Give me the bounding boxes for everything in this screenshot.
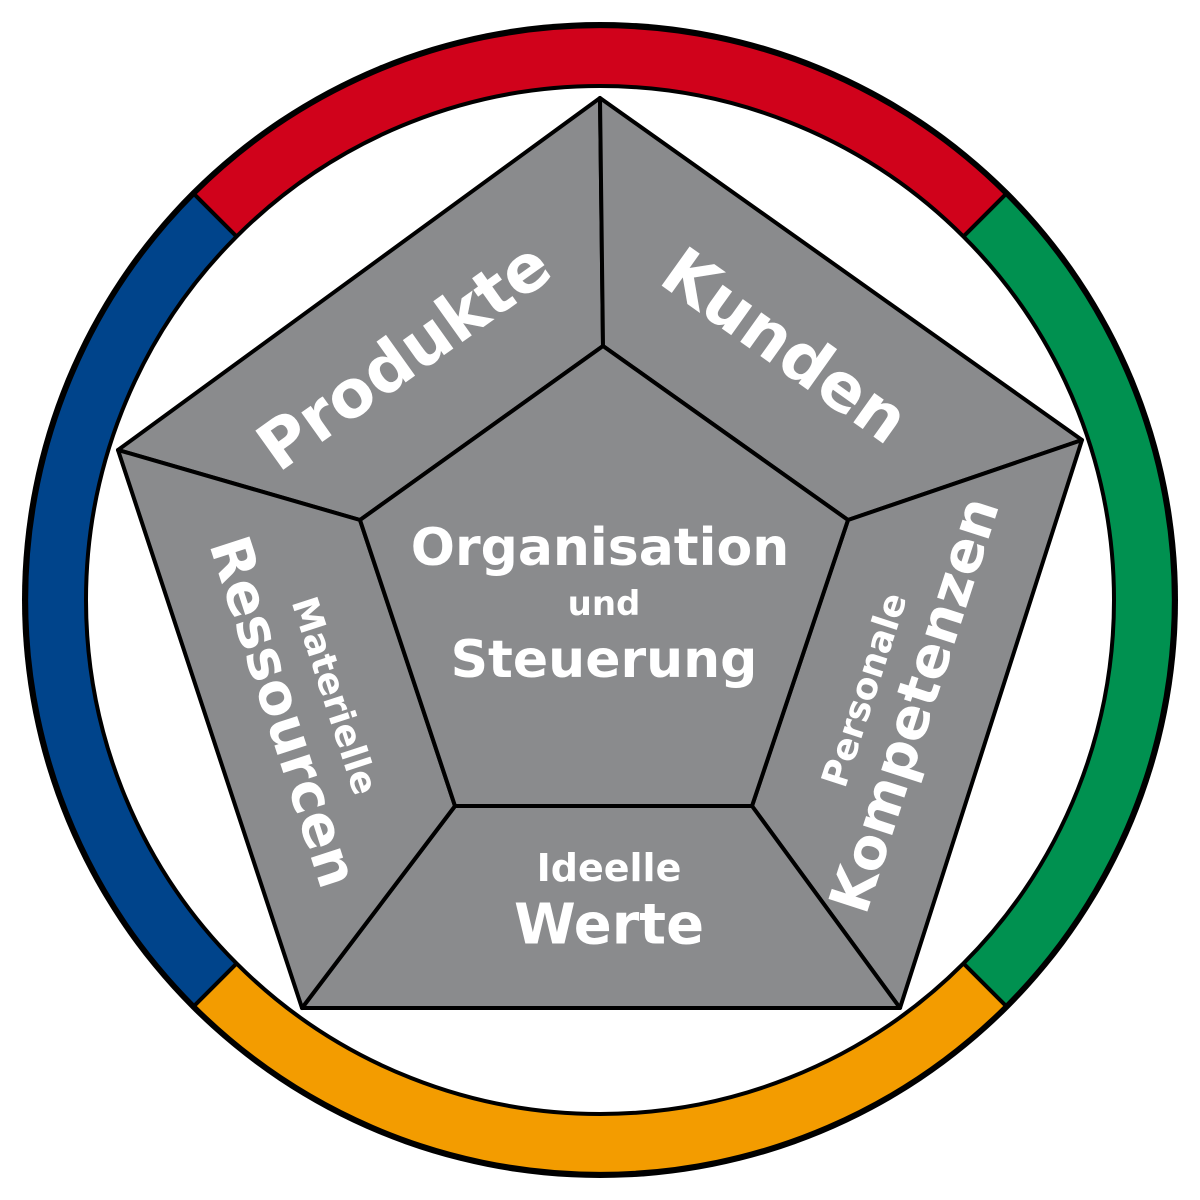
label-ideelle: Ideelle	[537, 846, 682, 890]
segment-center	[358, 344, 850, 808]
center-title-line3: Steuerung	[451, 630, 758, 690]
center-title-line1: Organisation	[411, 518, 789, 578]
pentagon	[116, 96, 1084, 1010]
label-werte: Werte	[514, 893, 704, 958]
center-title-line2: und	[568, 584, 641, 624]
